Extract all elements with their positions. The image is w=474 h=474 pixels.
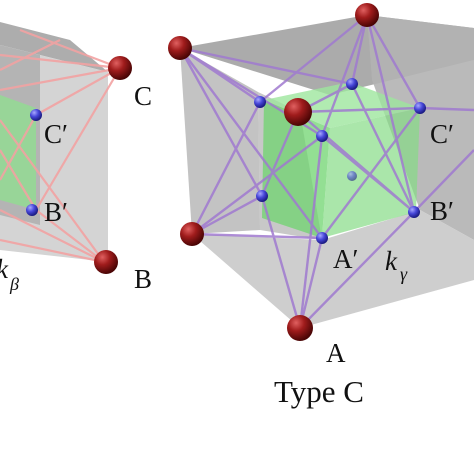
- right-node-left-top: [254, 96, 266, 108]
- right-cube-left-face: [180, 48, 260, 234]
- right-node-C-prime: [316, 130, 328, 142]
- left-node-B-prime: [26, 204, 38, 216]
- right-label-k-subscript: γ: [400, 264, 408, 284]
- right-node-top-right: [355, 3, 379, 27]
- figure-caption: Type C: [274, 374, 364, 409]
- right-node-front-top: [284, 98, 312, 126]
- right-node-A: [287, 315, 313, 341]
- left-linkers: [0, 28, 121, 264]
- left-node-C-prime: [30, 109, 42, 121]
- left-label-B: B: [134, 264, 152, 294]
- right-node-top-back: [346, 78, 358, 90]
- left-panel: C C′ B′ B k β: [0, 22, 152, 294]
- right-node-left-bottom-outer: [180, 222, 204, 246]
- right-node-A-prime: [316, 232, 328, 244]
- left-inner-box: [0, 95, 36, 210]
- right-label-C-prime: C′: [430, 119, 454, 149]
- right-cube-right-face: [367, 15, 474, 240]
- right-node-top-left: [168, 36, 192, 60]
- right-node-center: [347, 171, 357, 181]
- right-node-B-prime: [408, 206, 420, 218]
- left-label-C: C: [134, 81, 152, 111]
- right-node-left-bottom: [256, 190, 268, 202]
- right-label-A: A: [326, 338, 346, 368]
- right-label-k: k: [385, 246, 398, 276]
- right-label-A-prime: A′: [333, 244, 358, 274]
- right-label-B-prime: B′: [430, 196, 454, 226]
- left-label-k: k: [0, 254, 9, 284]
- right-cube-bottom-face: [192, 210, 474, 328]
- left-label-B-prime: B′: [44, 197, 68, 227]
- left-label-C-prime: C′: [44, 119, 68, 149]
- left-node-B: [94, 250, 118, 274]
- left-node-C: [108, 56, 132, 80]
- left-cube-top-face: [0, 22, 108, 72]
- left-label-k-subscript: β: [9, 274, 19, 294]
- right-node-right-top: [414, 102, 426, 114]
- right-inner-box-front: [262, 100, 330, 238]
- right-panel: C′ B′ A′ k γ A Type C: [168, 3, 474, 409]
